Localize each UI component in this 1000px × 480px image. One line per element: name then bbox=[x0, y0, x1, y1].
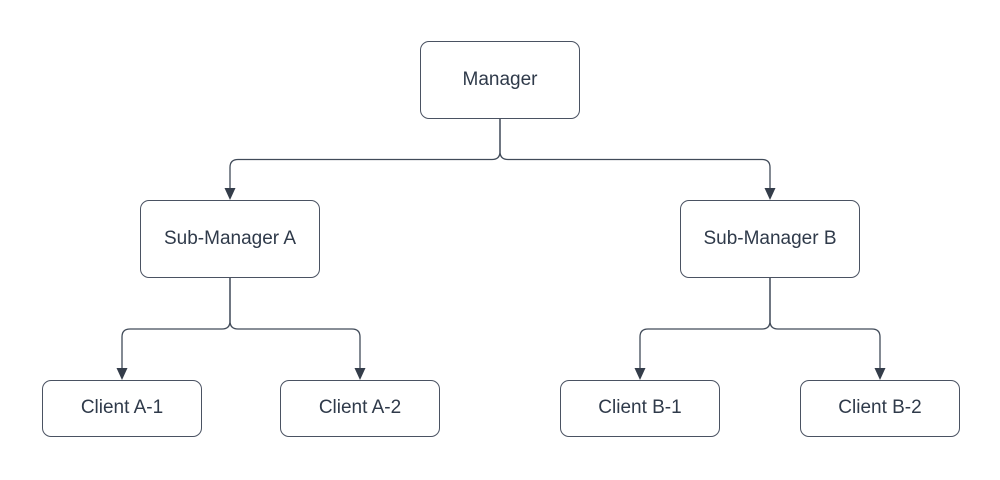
connector-line bbox=[499, 119, 771, 189]
node-label-client-b-2: Client B-2 bbox=[838, 397, 922, 419]
edge-sub-manager-a-to-client-a-2 bbox=[229, 278, 366, 380]
node-client-b-2[interactable]: Client B-2 bbox=[800, 380, 960, 437]
node-client-a-1[interactable]: Client A-1 bbox=[42, 380, 202, 437]
node-label-client-a-2: Client A-2 bbox=[318, 397, 402, 419]
edge-sub-manager-b-to-client-b-2 bbox=[769, 278, 886, 380]
arrowhead-icon bbox=[354, 368, 366, 380]
connector-line bbox=[121, 278, 231, 369]
arrowhead-icon bbox=[874, 368, 886, 380]
edge-sub-manager-a-to-client-a-1 bbox=[116, 278, 231, 380]
node-label-sub-manager-a: Sub-Manager A bbox=[163, 227, 297, 249]
edge-sub-manager-b-to-client-b-1 bbox=[634, 278, 771, 380]
node-label-sub-manager-b: Sub-Manager B bbox=[703, 227, 837, 249]
arrowhead-icon bbox=[116, 368, 128, 380]
connector-line bbox=[639, 278, 771, 369]
connector-line bbox=[229, 278, 361, 369]
edge-manager-to-sub-manager-a bbox=[224, 119, 501, 200]
node-sub-manager-a[interactable]: Sub-Manager A bbox=[140, 200, 320, 278]
node-label-manager: Manager bbox=[462, 68, 538, 90]
arrowhead-icon bbox=[764, 188, 776, 200]
arrowhead-icon bbox=[224, 188, 236, 200]
node-client-a-2[interactable]: Client A-2 bbox=[280, 380, 440, 437]
edge-manager-to-sub-manager-b bbox=[499, 119, 776, 200]
connector-line bbox=[769, 278, 881, 369]
node-manager[interactable]: Manager bbox=[420, 41, 580, 119]
connector-line bbox=[229, 119, 501, 189]
node-label-client-a-1: Client A-1 bbox=[80, 397, 164, 419]
node-label-client-b-1: Client B-1 bbox=[598, 397, 682, 419]
arrowhead-icon bbox=[634, 368, 646, 380]
node-sub-manager-b[interactable]: Sub-Manager B bbox=[680, 200, 860, 278]
node-client-b-1[interactable]: Client B-1 bbox=[560, 380, 720, 437]
